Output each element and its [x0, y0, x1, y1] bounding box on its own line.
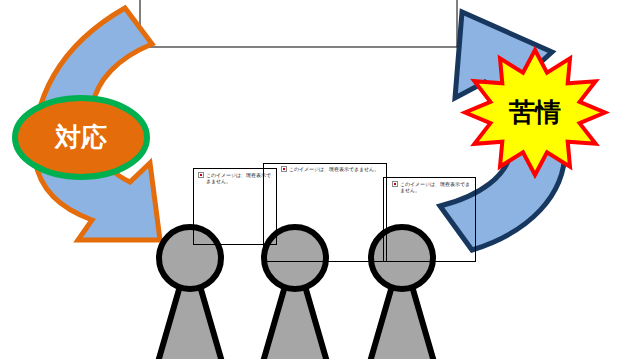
- placeholder-row: このイメージは、現在表示できません。: [198, 172, 272, 184]
- person-head: [264, 227, 326, 289]
- response-ellipse: 対応: [12, 95, 150, 180]
- broken-image-icon: [392, 181, 398, 187]
- person-body: [158, 286, 222, 359]
- complaint-burst: 苦情: [465, 50, 605, 175]
- top-box: [140, 0, 457, 47]
- response-ellipse-fill: [15, 98, 147, 177]
- broken-image-icon: [281, 166, 287, 172]
- placeholder-text: このイメージは、現在表示できません。: [289, 166, 379, 172]
- image-placeholder: このイメージは、現在表示できません。: [383, 177, 476, 262]
- placeholder-row: このイメージは、現在表示できません。: [392, 181, 474, 193]
- placeholder-text: このイメージは、現在表示できません。: [400, 181, 474, 193]
- person-body: [263, 286, 327, 359]
- people: [158, 227, 434, 359]
- image-placeholder: このイメージは、現在表示できません。: [263, 163, 387, 262]
- person-head: [159, 227, 221, 289]
- broken-image-icon: [198, 172, 204, 178]
- image-placeholder: このイメージは、現在表示できません。: [193, 168, 277, 245]
- placeholder-row: このイメージは、現在表示できません。: [281, 166, 385, 172]
- node-label: 対応: [55, 123, 107, 152]
- label-wrap: 苦情: [509, 98, 561, 127]
- person-body: [370, 286, 434, 359]
- placeholder-texts: このイメージは、現在表示できません。: [400, 181, 474, 193]
- person-head: [371, 227, 433, 289]
- complaint-burst-fill: [465, 50, 605, 175]
- placeholder-texts: このイメージは、現在表示できません。: [289, 166, 379, 172]
- label-wrap: 対応: [55, 123, 107, 152]
- node-label: 苦情: [509, 98, 561, 127]
